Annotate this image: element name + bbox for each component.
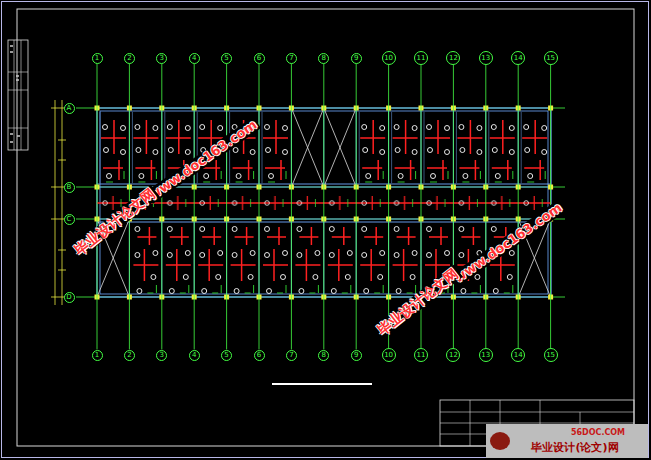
axis-number: 12: [449, 55, 458, 62]
axis-number: 11: [417, 55, 426, 62]
axis-line: [388, 65, 389, 348]
axis-bubble: 3: [156, 53, 167, 64]
axis-line: [161, 64, 162, 350]
axis-number: 10: [384, 55, 393, 62]
axis-number: 3: [160, 55, 164, 62]
axis-bubble: 13: [479, 348, 493, 362]
axis-bubble: 12: [446, 51, 460, 65]
axis-bubble: 4: [189, 350, 200, 361]
axis-number: 2: [127, 55, 131, 62]
axis-number: 8: [322, 352, 326, 359]
axis-number: 5: [224, 55, 228, 62]
axis-number: C: [67, 216, 72, 223]
axis-number: 13: [481, 352, 490, 359]
axis-line: [194, 64, 195, 350]
watermark: www.doc163.com: [450, 199, 566, 286]
axis-number: 4: [192, 55, 196, 62]
axis-bubble: 7: [286, 53, 297, 64]
axis-bubble: 5: [221, 350, 232, 361]
axis-line: [356, 64, 357, 350]
axis-number: 1: [95, 55, 99, 62]
axis-bubble: 14: [511, 348, 525, 362]
axis-bubble: 11: [414, 348, 428, 362]
axis-bubble: 11: [414, 51, 428, 65]
axis-bubble: A: [64, 103, 75, 114]
axis-bubble: D: [64, 292, 75, 303]
axis-number: 6: [257, 352, 261, 359]
axis-number: 14: [514, 55, 523, 62]
axis-line: [226, 64, 227, 350]
axis-number: 8: [322, 55, 326, 62]
axis-bubble: 14: [511, 51, 525, 65]
axis-line: [518, 65, 519, 348]
axis-bubble: 12: [446, 348, 460, 362]
axis-bubble: 4: [189, 53, 200, 64]
axis-number: 6: [257, 55, 261, 62]
axis-bubble: 7: [286, 350, 297, 361]
axis-line: [485, 65, 486, 348]
axis-number: 7: [289, 55, 293, 62]
axis-bubble: 6: [254, 350, 265, 361]
axis-bubble: 8: [318, 53, 329, 64]
axis-line: [323, 64, 324, 350]
axis-number: 5: [224, 352, 228, 359]
axis-bubble: 8: [318, 350, 329, 361]
axis-number: 14: [514, 352, 523, 359]
axis-bubble: 10: [382, 348, 396, 362]
axis-bubble: 1: [92, 53, 103, 64]
axis-number: 2: [127, 352, 131, 359]
axis-number: 4: [192, 352, 196, 359]
axis-bubble: 2: [124, 53, 135, 64]
axis-number: 1: [95, 352, 99, 359]
axis-line: [97, 64, 98, 350]
axis-number: 7: [289, 352, 293, 359]
axis-number: 15: [546, 352, 555, 359]
axis-line: [259, 64, 260, 350]
axis-number: 9: [354, 55, 358, 62]
axis-bubble: 15: [544, 51, 558, 65]
axis-bubble: 2: [124, 350, 135, 361]
axis-bubble: 3: [156, 350, 167, 361]
axis-bubble: B: [64, 182, 75, 193]
axis-number: 11: [417, 352, 426, 359]
axis-line: [453, 65, 454, 348]
axis-bubble: 9: [351, 53, 362, 64]
watermark: 56DOC.COM: [569, 429, 627, 437]
axis-number: 10: [384, 352, 393, 359]
axis-number: A: [67, 105, 72, 112]
axis-number: 13: [481, 55, 490, 62]
axis-bubble: C: [64, 214, 75, 225]
axis-number: D: [66, 294, 71, 301]
axis-number: 12: [449, 352, 458, 359]
axis-number: 3: [160, 352, 164, 359]
axis-bubble: 5: [221, 53, 232, 64]
axis-bubble: 15: [544, 348, 558, 362]
watermark: 毕业设计(论文)网: [529, 442, 620, 454]
axis-number: 15: [546, 55, 555, 62]
axis-bubble: 9: [351, 350, 362, 361]
axis-bubble: 13: [479, 51, 493, 65]
axis-bubble: 1: [92, 350, 103, 361]
axis-number: 9: [354, 352, 358, 359]
axis-bubble: 6: [254, 53, 265, 64]
axis-line: [291, 64, 292, 350]
axis-number: B: [67, 184, 72, 191]
axis-bubble: 10: [382, 51, 396, 65]
watermark: 毕业设计论文网: [373, 265, 462, 339]
